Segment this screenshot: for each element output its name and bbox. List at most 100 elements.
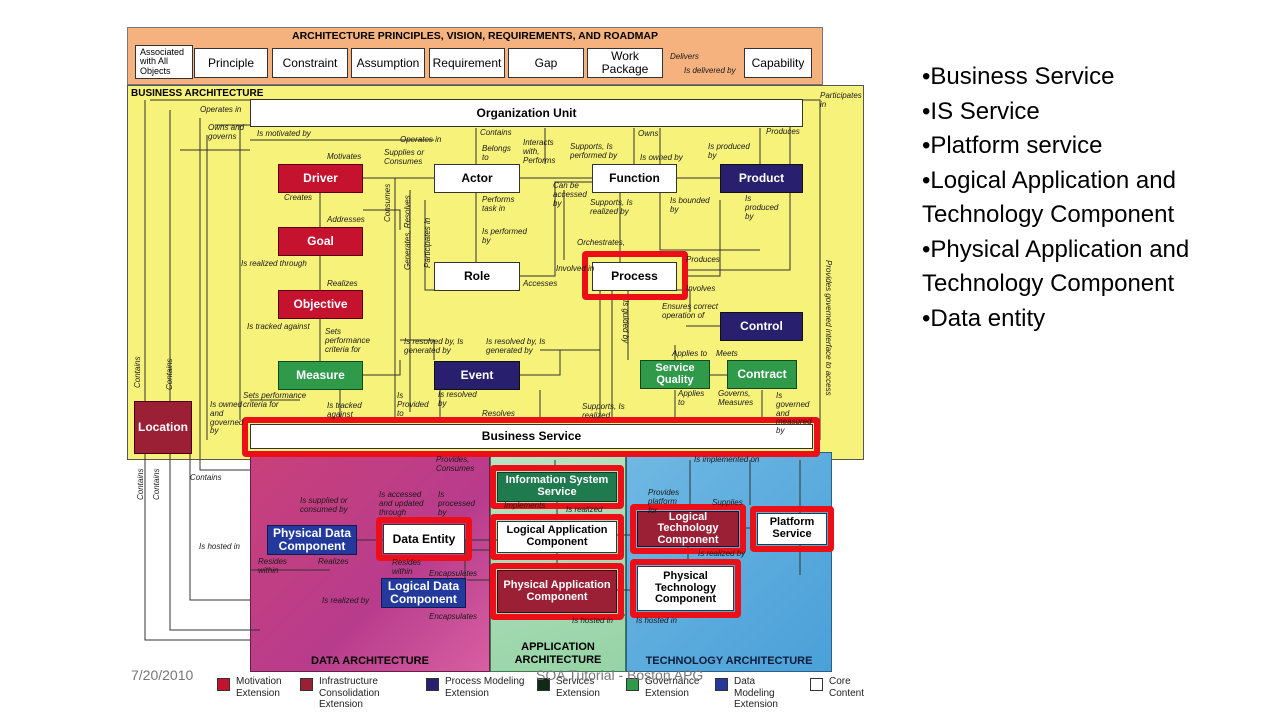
rel-governs-measures: Governs, Measures <box>718 389 754 407</box>
objective-box[interactable]: Objective <box>278 290 363 319</box>
legend-swatch <box>300 678 313 691</box>
bullet-item: •Platform service <box>922 132 1103 159</box>
rel-generates-resolves: Generates, Resolves <box>403 195 412 270</box>
rel-involved-in: Involved in <box>556 264 595 273</box>
rel-is-realized-through: Is realized through <box>241 259 307 268</box>
legend-infrastructure: Infrastructure Consolidation Extension <box>300 676 399 711</box>
role-box[interactable]: Role <box>434 262 520 291</box>
service-quality-box[interactable]: Service Quality <box>640 360 710 389</box>
platform-service-box[interactable]: Platform Service <box>757 513 827 545</box>
rel-involves: Involves <box>686 284 716 293</box>
legend-services: Services Extension <box>537 676 606 699</box>
measure-box[interactable]: Measure <box>278 361 363 390</box>
actor-box[interactable]: Actor <box>434 164 520 193</box>
rel-provides-consumes: Provides, Consumes <box>436 455 475 473</box>
rel-is-implemented-on: Is implemented on <box>694 455 760 464</box>
legend-data-modeling: Data Modeling Extension <box>715 676 786 711</box>
rel-belongs-to: Belongs to <box>482 144 511 162</box>
business-service-box[interactable]: Business Service <box>250 424 813 449</box>
rel-participates-in: Participates in <box>820 91 862 109</box>
bullet-item: •Data entity <box>922 304 1046 332</box>
rel-orchestrates: Orchestrates, <box>577 238 626 247</box>
rel-is-guided-by: Is guided by <box>621 300 630 344</box>
rel-resides-within: Resides within <box>258 557 287 575</box>
rel-creates: Creates <box>284 193 313 202</box>
data-architecture-area <box>250 452 490 672</box>
control-box[interactable]: Control <box>720 312 803 341</box>
rel-produces: Produces <box>766 127 800 136</box>
rel-contains-5: Contains <box>152 468 161 500</box>
product-box[interactable]: Product <box>720 164 803 193</box>
function-box[interactable]: Function <box>592 164 677 193</box>
rel-performs-task-in: Performs task in <box>482 195 515 213</box>
legend-label: Data Modeling Extension <box>734 676 778 710</box>
work-package-box[interactable]: Work Package <box>587 48 663 78</box>
data-architecture-title: DATA ARCHITECTURE <box>311 655 429 667</box>
assumption-box[interactable]: Assumption <box>351 48 425 78</box>
rel-is-owned-by: Is owned by <box>640 153 683 162</box>
legend-core-content: Core Content <box>810 676 871 699</box>
logical-data-component-box[interactable]: Logical Data Component <box>381 578 466 608</box>
rel-encapsulates: Encapsulates <box>429 569 478 578</box>
logical-application-component-box[interactable]: Logical Application Component <box>497 521 617 553</box>
slide-footer-text: SOA Tutorial - Boston APG <box>536 667 704 683</box>
legend-swatch <box>810 678 823 691</box>
legend-label: Motivation Extension <box>236 676 282 699</box>
highlight-platform-service <box>750 506 834 552</box>
rel-encapsulates-2: Encapsulates <box>429 612 478 621</box>
rel-contains: Contains <box>480 128 512 137</box>
rel-owns-and-governs: Owns and governs <box>208 123 245 141</box>
highlight-physical-application-component <box>490 563 624 620</box>
rel-is-provided-to: Is Provided to <box>397 391 429 418</box>
rel-applies-to: Applies to <box>672 349 708 358</box>
organization-unit-box[interactable]: Organization Unit <box>250 99 803 127</box>
rel-consumes: Consumes <box>383 183 392 222</box>
highlight-logical-technology-component <box>630 504 746 554</box>
process-box[interactable]: Process <box>592 262 677 291</box>
legend-label: Core Content <box>829 676 865 699</box>
physical-application-component-box[interactable]: Physical Application Component <box>497 570 617 613</box>
physical-data-component-box[interactable]: Physical Data Component <box>267 525 357 555</box>
rel-produces-2: Produces <box>686 255 720 264</box>
goal-box[interactable]: Goal <box>278 227 363 256</box>
rel-supports-is-realized: Supports, Is realized <box>582 402 625 420</box>
rel-operates-in-2: Operates in <box>400 135 442 144</box>
rel-is-realized: Is realized <box>566 505 603 514</box>
highlight-information-system-service <box>490 465 624 509</box>
physical-technology-component-box[interactable]: Physical Technology Component <box>637 566 734 611</box>
rel-is-hosted-in-3: Is hosted in <box>636 616 677 625</box>
rel-can-be-accessed-by: Can be accessed by <box>553 181 587 208</box>
rel-contains-6: Contains <box>190 473 222 482</box>
application-architecture-title: APPLICATION ARCHITECTURE <box>514 641 602 667</box>
rel-is-owned-and-governed-by: Is owned and governed by <box>210 400 244 436</box>
location-box[interactable]: Location <box>134 401 192 454</box>
driver-box[interactable]: Driver <box>278 164 363 193</box>
rel-supplies-consumes: Supplies or Consumes <box>384 148 425 166</box>
bullet-item: •Physical Application and Technology Com… <box>922 235 1190 298</box>
event-box[interactable]: Event <box>434 361 520 390</box>
requirement-box[interactable]: Requirement <box>429 48 505 78</box>
logical-technology-component-box[interactable]: Logical Technology Component <box>637 511 739 547</box>
highlight-data-entity <box>376 517 472 561</box>
principle-box[interactable]: Principle <box>194 48 268 78</box>
rel-contains-2: Contains <box>133 356 142 388</box>
constraint-box[interactable]: Constraint <box>272 48 348 78</box>
gap-box[interactable]: Gap <box>508 48 584 78</box>
contract-box[interactable]: Contract <box>727 360 797 389</box>
rel-is-resolved-by-1: Is resolved by, Is generated by <box>404 337 464 355</box>
rel-interacts-with: Interacts with, Performs <box>523 138 556 165</box>
legend-swatch <box>426 678 439 691</box>
capability-box[interactable]: Capability <box>744 48 812 78</box>
rel-operates-in: Operates in <box>200 105 242 114</box>
rel-is-produced-by: Is produced by <box>708 142 750 160</box>
highlight-logical-application-component <box>490 514 624 560</box>
data-entity-box[interactable]: Data Entity <box>383 524 465 554</box>
information-system-service-box[interactable]: Information System Service <box>497 472 617 502</box>
rel-is-tracked-against-2: Is tracked against <box>327 401 362 419</box>
bullet-item: •Logical Application and Technology Comp… <box>922 166 1176 229</box>
is-delivered-by-label: Is delivered by <box>684 66 736 75</box>
rel-contains-3: Contains <box>165 358 174 390</box>
rel-is-processed-by: Is processed by <box>438 490 475 517</box>
highlight-business-service <box>242 417 820 457</box>
rel-provides-governed-interface: Provides governed interface to access <box>824 260 833 396</box>
